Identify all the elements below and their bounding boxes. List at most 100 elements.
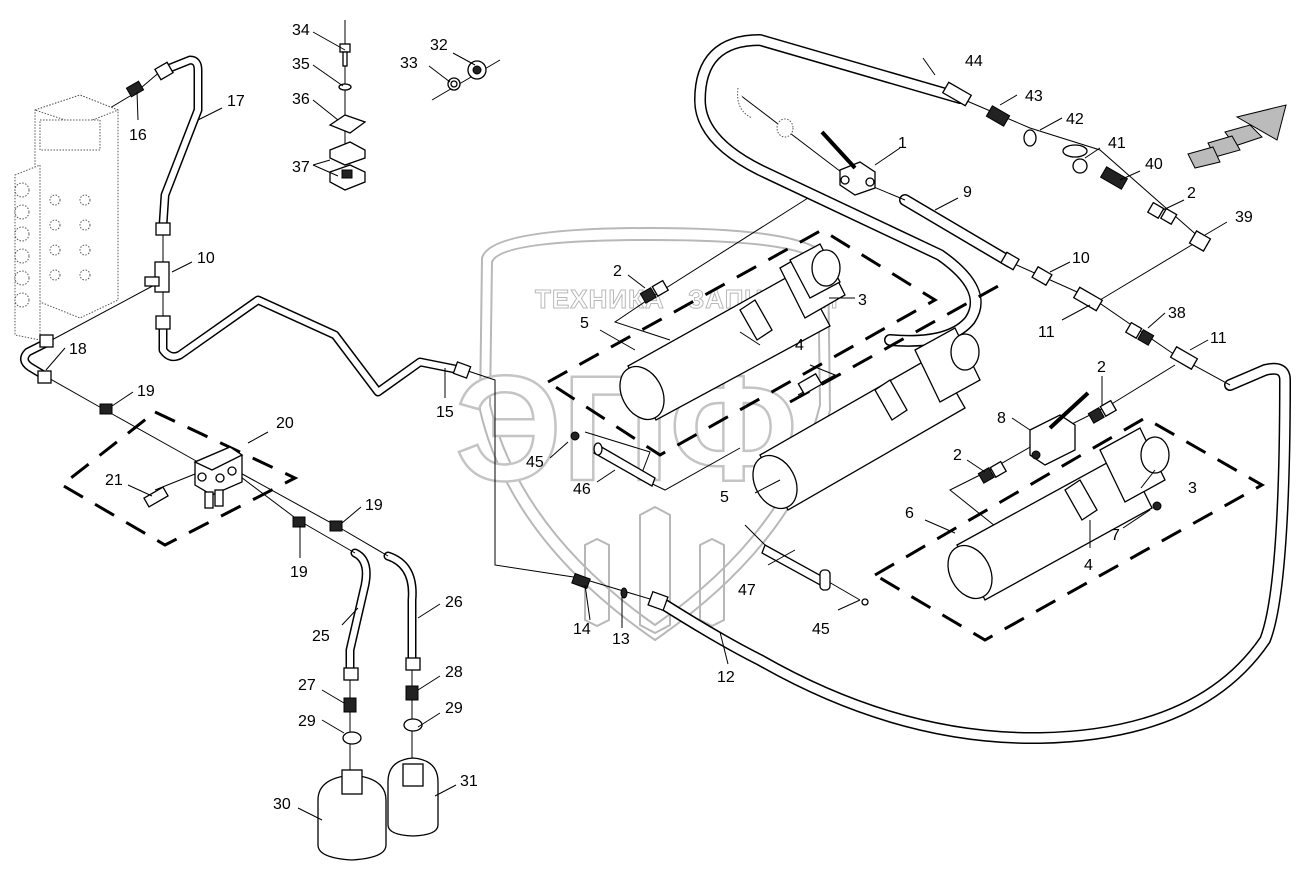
part-16-adapter <box>125 80 145 98</box>
callout-10: 10 <box>197 250 215 267</box>
part-18-nuts <box>37 334 54 384</box>
part-8-ball-valve <box>1029 391 1090 466</box>
hose-12 <box>654 362 1291 745</box>
callout-10: 10 <box>1072 250 1090 267</box>
part-29-nut-left <box>342 731 362 745</box>
assembly-box-5-upper <box>545 228 938 457</box>
callout-20: 20 <box>276 415 294 432</box>
callout-36: 36 <box>292 91 310 108</box>
part-10-adapter <box>1031 265 1053 287</box>
callout-34: 34 <box>292 22 310 39</box>
callout-33: 33 <box>400 55 418 72</box>
part-29-nut-right <box>403 718 423 732</box>
callout-16: 16 <box>129 127 147 144</box>
part-9-hose-end <box>1000 251 1020 271</box>
callout-29: 29 <box>298 713 316 730</box>
part-dotted-fitting <box>737 87 794 138</box>
part-43-adapter <box>985 105 1011 127</box>
part-28-adapter <box>405 685 419 701</box>
part-46-pin <box>593 442 656 487</box>
callout-29: 29 <box>445 700 463 717</box>
callout-11: 11 <box>1038 324 1055 341</box>
control-valve-block <box>14 94 120 341</box>
watermark-wheat <box>584 505 725 635</box>
callout-38: 38 <box>1168 305 1186 322</box>
part-3-cylinder-lower <box>947 427 1170 601</box>
callout-43: 43 <box>1025 88 1043 105</box>
callout-17: 17 <box>227 93 245 110</box>
callout-32: 32 <box>430 37 448 54</box>
hose-44-loop <box>694 34 982 347</box>
callout-46: 46 <box>573 481 591 498</box>
callout-15: 15 <box>436 404 454 421</box>
callout-27: 27 <box>298 677 316 694</box>
callout-7: 7 <box>1111 527 1120 544</box>
callout-9: 9 <box>963 184 972 201</box>
callout-42: 42 <box>1066 111 1084 128</box>
callout-11: 11 <box>1210 330 1227 347</box>
callout-4: 4 <box>795 337 804 354</box>
callout-47: 47 <box>738 582 756 599</box>
callout-3: 3 <box>1188 480 1197 497</box>
part-37-clamp <box>329 141 366 191</box>
part-19-adapters <box>99 403 343 532</box>
part-10-tee <box>144 261 170 293</box>
part-17-nut <box>154 61 174 236</box>
part-45-lubricator-lower <box>861 598 869 606</box>
callout-19: 19 <box>290 564 308 581</box>
callout-6: 6 <box>905 505 914 522</box>
part-26-nut <box>405 657 421 671</box>
assembly-box-5-lower <box>789 283 1001 404</box>
callout-31: 31 <box>460 773 478 790</box>
forward-arrow-icon <box>1187 104 1287 169</box>
part-31-accumulator <box>387 757 439 837</box>
callout-18: 18 <box>69 341 87 358</box>
part-12-hose-end <box>647 590 669 612</box>
pipe-25 <box>345 548 371 673</box>
part-34-bolt <box>339 43 351 67</box>
assembly-box-20 <box>59 410 299 547</box>
part-11-tee-lower <box>1169 345 1199 371</box>
callout-19: 19 <box>365 497 383 514</box>
part-20-valve-block <box>193 446 244 509</box>
callout-8: 8 <box>997 410 1006 427</box>
pipe-15 <box>158 295 465 397</box>
callout-5: 5 <box>720 489 729 506</box>
callout-21: 21 <box>105 472 123 489</box>
part-21-plug <box>143 486 169 508</box>
part-25-nut <box>343 667 359 681</box>
callout-28: 28 <box>445 664 463 681</box>
callout-3: 3 <box>858 292 867 309</box>
part-42-dust-cap <box>1023 129 1037 147</box>
callout-39: 39 <box>1235 209 1253 226</box>
callout-2: 2 <box>953 447 962 464</box>
callout-45: 45 <box>526 454 544 471</box>
part-33-seal <box>447 77 461 91</box>
callout-25: 25 <box>312 628 330 645</box>
part-2-fitting-right <box>1146 201 1178 226</box>
callout-14: 14 <box>573 621 591 638</box>
part-47-pin <box>761 544 831 591</box>
part-40-adapter <box>1099 166 1129 190</box>
callout-26: 26 <box>445 594 463 611</box>
callout-40: 40 <box>1145 156 1163 173</box>
callout-4: 4 <box>1084 557 1093 574</box>
callout-30: 30 <box>273 796 291 813</box>
part-38-fitting <box>1124 321 1155 346</box>
part-3-cylinder-middle <box>752 327 981 511</box>
pipe-18 <box>20 337 53 381</box>
callout-35: 35 <box>292 56 310 73</box>
pipe-26 <box>383 551 417 665</box>
callout-1: 1 <box>898 135 907 152</box>
watermark-left-word: ТЕХНИКА <box>535 284 665 314</box>
part-2-fitting-lower <box>977 460 1008 484</box>
leader-lines <box>45 31 1228 821</box>
part-7-plug <box>1152 501 1162 511</box>
hose-9 <box>899 194 1016 268</box>
part-39-elbow <box>1188 230 1212 252</box>
part-45-lubricator-upper <box>570 431 580 441</box>
callout-44: 44 <box>965 53 983 70</box>
part-15-nut <box>452 361 472 379</box>
